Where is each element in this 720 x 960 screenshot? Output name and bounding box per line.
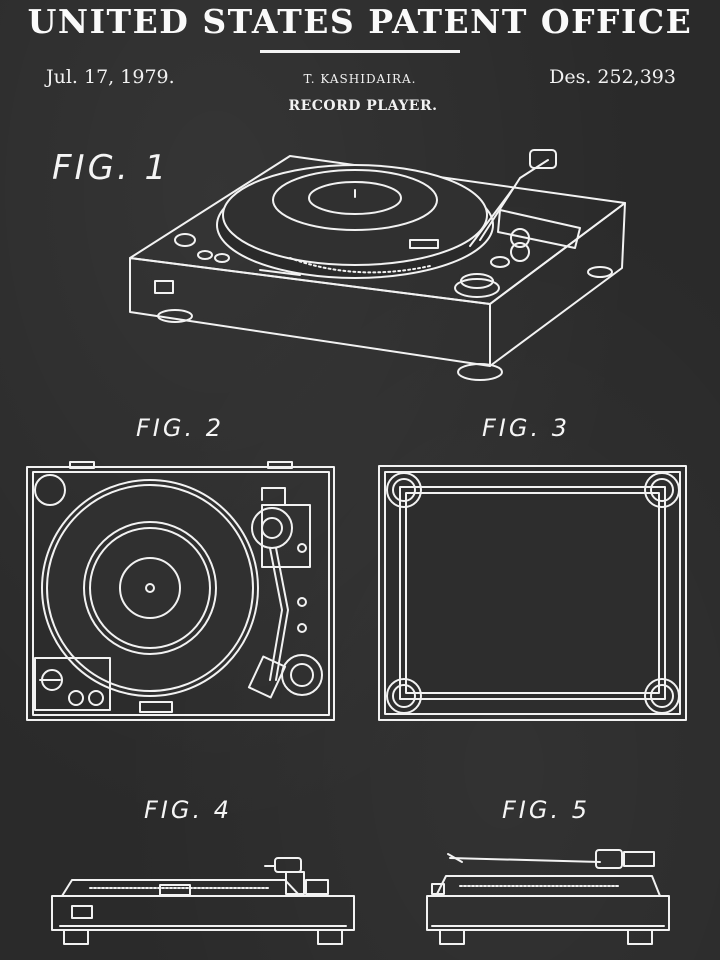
fig-2-label: FIG. 2 (136, 414, 225, 442)
title-underline (260, 50, 460, 53)
fig-4-turntable-front-view (51, 857, 355, 945)
fig-5-turntable-side-view (426, 849, 670, 945)
fig-1-label: FIG. 1 (52, 148, 170, 188)
patent-office-title: UNITED STATES PATENT OFFICE (27, 2, 693, 41)
fig-3-label: FIG. 3 (482, 414, 571, 442)
fig-5-label: FIG. 5 (502, 796, 591, 824)
fig-1-turntable-perspective (129, 149, 626, 381)
patent-date: Jul. 17, 1979. (46, 66, 175, 88)
invention-name: RECORD PLAYER. (288, 98, 438, 114)
fig-3-turntable-bottom-view (378, 465, 687, 721)
fig-2-turntable-top-view (26, 461, 335, 721)
inventor-name: T. KASHIDAIRA. (303, 72, 417, 86)
patent-number: Des. 252,393 (549, 66, 676, 88)
fig-4-label: FIG. 4 (144, 796, 233, 824)
